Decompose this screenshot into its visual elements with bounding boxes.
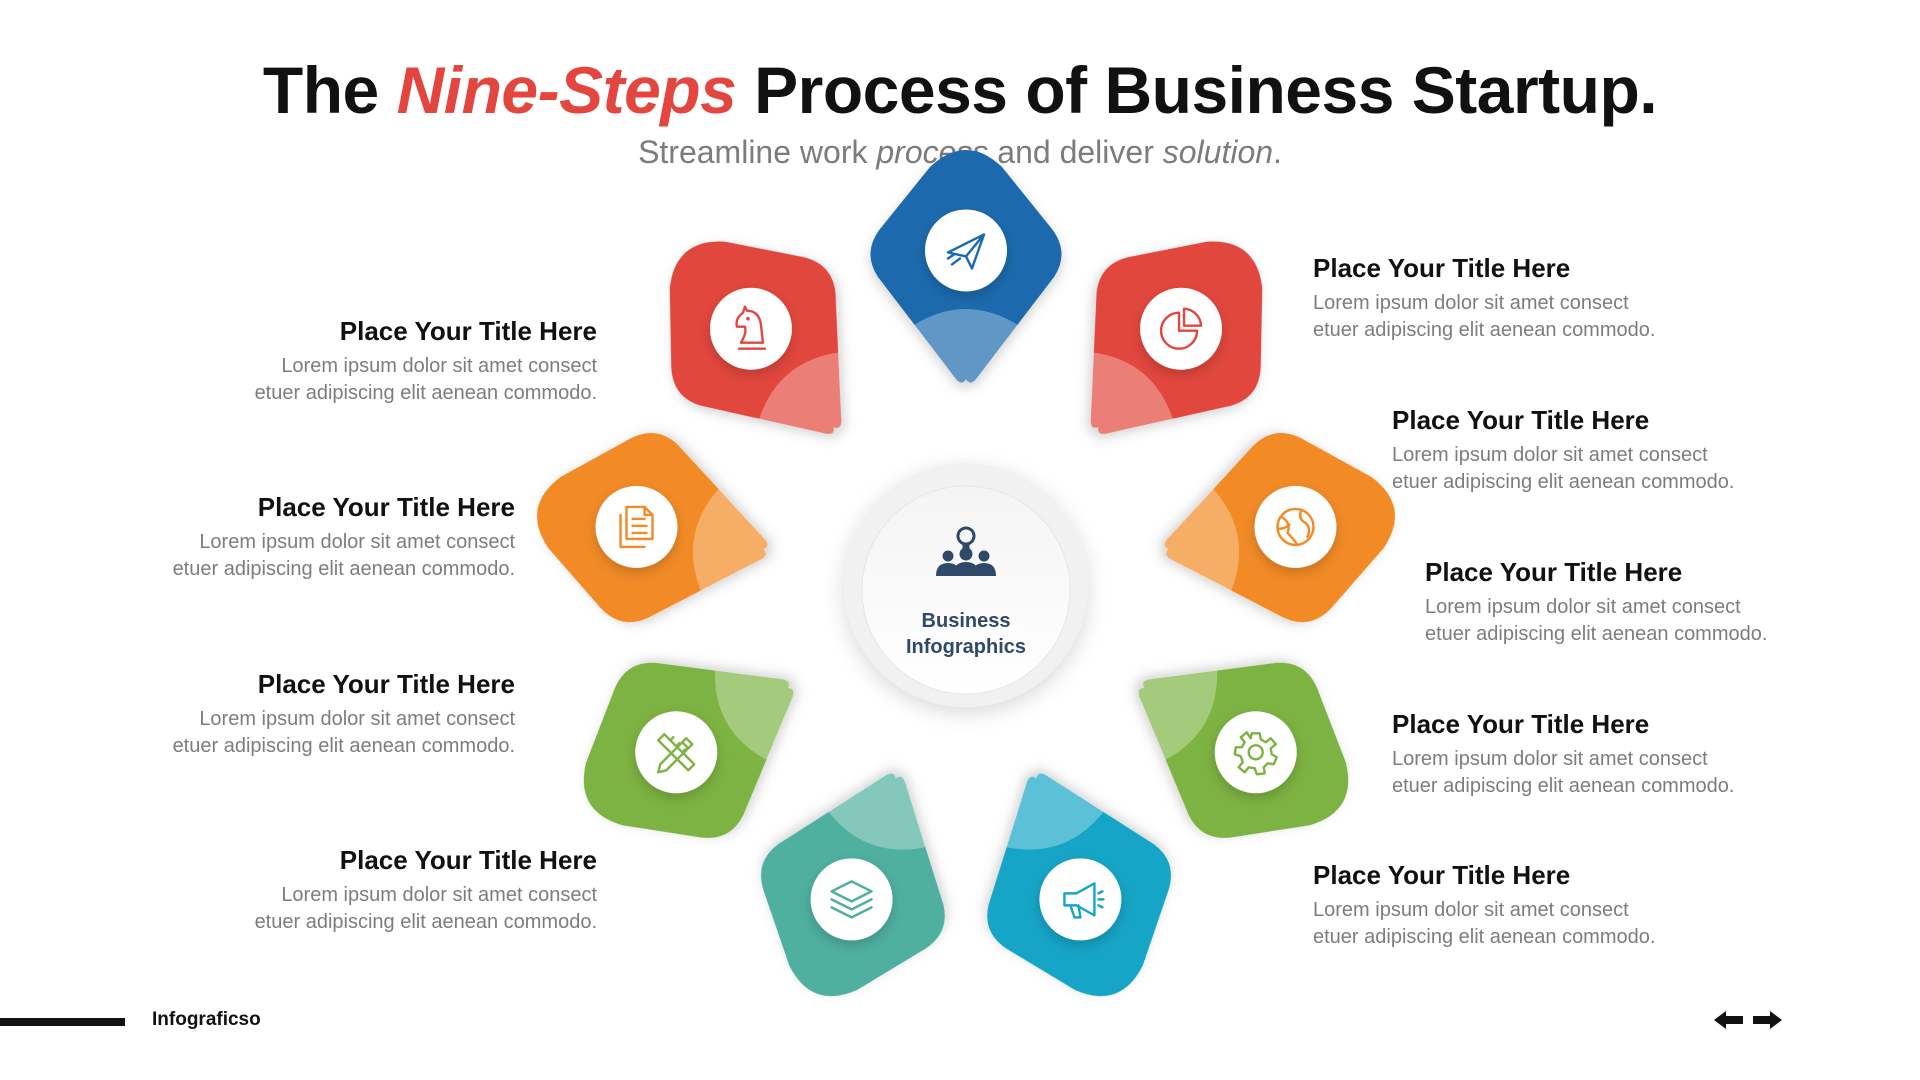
desc-line2: etuer adipiscing elit aenean commodo. (172, 558, 515, 580)
step-title: Place Your Title Here (257, 669, 515, 699)
center-inner-circle (861, 485, 1071, 695)
petal-overlap-3 (1164, 488, 1240, 592)
desc-line2: etuer adipiscing elit aenean commodo. (254, 911, 597, 933)
step-title: Place Your Title Here (257, 492, 515, 522)
petal-overlap-1 (914, 309, 1018, 383)
pie-chart-icon (1159, 307, 1203, 350)
step-text-left-3: Place Your Title Here Lorem ipsum dolor … (95, 668, 515, 760)
pencil-ruler-icon (657, 733, 696, 774)
step-title: Place Your Title Here (1392, 709, 1650, 739)
desc-line1: Lorem ipsum dolor sit amet consect (1425, 596, 1741, 618)
page-title: The Nine-Steps Process of Business Start… (0, 52, 1920, 128)
title-accent: Nine-Steps (396, 53, 737, 127)
megaphone-icon-badge (1039, 858, 1122, 941)
step-text-left-1: Place Your Title Here Lorem ipsum dolor … (177, 315, 597, 407)
globe-icon-badge (1254, 485, 1337, 568)
desc-line2: etuer adipiscing elit aenean commodo. (1313, 319, 1656, 341)
step-description: Lorem ipsum dolor sit amet consect etuer … (95, 706, 515, 760)
center-hub: Business Infographics (844, 463, 1088, 707)
step-description: Lorem ipsum dolor sit amet consect etuer … (1425, 594, 1845, 648)
petal-overlap-5 (1006, 773, 1104, 850)
desc-line2: etuer adipiscing elit aenean commodo. (1425, 623, 1768, 645)
step-title: Place Your Title Here (1392, 405, 1650, 435)
documents-icon (619, 505, 654, 549)
icon-badge-layer (595, 209, 1337, 941)
step-title: Place Your Title Here (1313, 860, 1571, 890)
step-text-left-4: Place Your Title Here Lorem ipsum dolor … (177, 844, 597, 936)
step-description: Lorem ipsum dolor sit amet consect etuer … (1313, 897, 1733, 951)
documents-icon-badge (595, 485, 678, 568)
step-title: Place Your Title Here (339, 845, 597, 875)
title-part1: The (262, 53, 397, 127)
desc-line1: Lorem ipsum dolor sit amet consect (1313, 292, 1629, 314)
globe-icon (1276, 507, 1315, 547)
gear-icon (1233, 731, 1278, 776)
petal-overlap-8 (692, 488, 768, 592)
megaphone-icon (1063, 882, 1105, 919)
petal-overlap-7 (714, 669, 794, 761)
step-title: Place Your Title Here (339, 316, 597, 346)
brand-name: Infograficso (152, 1009, 261, 1030)
chess-knight-icon-badge (709, 287, 792, 370)
subtitle-emphasis-solution: solution (1162, 134, 1274, 170)
desc-line2: etuer adipiscing elit aenean commodo. (1313, 926, 1656, 948)
chess-knight-icon (735, 305, 767, 350)
desc-line2: etuer adipiscing elit aenean commodo. (1392, 775, 1735, 797)
step-text-right-5: Place Your Title Here Lorem ipsum dolor … (1313, 859, 1733, 951)
footer-bar (0, 1018, 125, 1026)
subtitle-part1: Streamline work (638, 134, 877, 170)
step-title: Place Your Title Here (1313, 253, 1571, 283)
desc-line2: etuer adipiscing elit aenean commodo. (254, 382, 597, 404)
petal-overlap-layer (692, 309, 1240, 850)
step-text-right-2: Place Your Title Here Lorem ipsum dolor … (1392, 404, 1812, 496)
layers-icon-badge (810, 858, 893, 941)
step-title: Place Your Title Here (1425, 557, 1683, 587)
step-description: Lorem ipsum dolor sit amet consect etuer … (177, 882, 597, 936)
center-label-line1: Business (922, 610, 1011, 632)
subtitle-part3: . (1273, 134, 1282, 170)
arrow-right-icon[interactable] (1752, 1008, 1782, 1032)
pie-chart-icon-badge (1140, 287, 1223, 370)
page-subtitle: Streamline work process and deliver solu… (0, 134, 1920, 171)
step-text-right-1: Place Your Title Here Lorem ipsum dolor … (1313, 252, 1733, 344)
step-text-right-4: Place Your Title Here Lorem ipsum dolor … (1392, 708, 1812, 800)
step-text-left-2: Place Your Title Here Lorem ipsum dolor … (95, 491, 515, 583)
step-description: Lorem ipsum dolor sit amet consect etuer … (1392, 442, 1812, 496)
layers-icon (830, 880, 873, 919)
desc-line1: Lorem ipsum dolor sit amet consect (1392, 748, 1708, 770)
petal-overlap-2 (1090, 352, 1173, 434)
petal-overlap-6 (828, 773, 926, 850)
desc-line1: Lorem ipsum dolor sit amet consect (199, 531, 515, 553)
desc-line2: etuer adipiscing elit aenean commodo. (1392, 471, 1735, 493)
desc-line1: Lorem ipsum dolor sit amet consect (281, 884, 597, 906)
desc-line1: Lorem ipsum dolor sit amet consect (281, 355, 597, 377)
desc-line1: Lorem ipsum dolor sit amet consect (199, 708, 515, 730)
petal-overlap-9 (759, 352, 842, 434)
title-part2: Process of Business Startup. (736, 53, 1658, 127)
team-idea-icon (936, 526, 996, 576)
subtitle-part2: and deliver (988, 134, 1163, 170)
paper-plane-icon (946, 233, 986, 270)
desc-line1: Lorem ipsum dolor sit amet consect (1313, 899, 1629, 921)
paper-plane-icon-badge (925, 209, 1007, 292)
desc-line2: etuer adipiscing elit aenean commodo. (172, 735, 515, 757)
step-text-right-3: Place Your Title Here Lorem ipsum dolor … (1425, 556, 1845, 648)
desc-line1: Lorem ipsum dolor sit amet consect (1392, 444, 1708, 466)
step-description: Lorem ipsum dolor sit amet consect etuer … (1392, 746, 1812, 800)
petal-overlap-4 (1138, 669, 1218, 761)
step-description: Lorem ipsum dolor sit amet consect etuer … (95, 529, 515, 583)
arrow-left-icon[interactable] (1714, 1008, 1744, 1032)
step-description: Lorem ipsum dolor sit amet consect etuer … (177, 353, 597, 407)
pencil-ruler-icon-badge (635, 711, 718, 794)
step-description: Lorem ipsum dolor sit amet consect etuer … (1313, 290, 1733, 344)
gear-icon-badge (1214, 711, 1297, 794)
center-label-line2: Infographics (906, 636, 1026, 658)
